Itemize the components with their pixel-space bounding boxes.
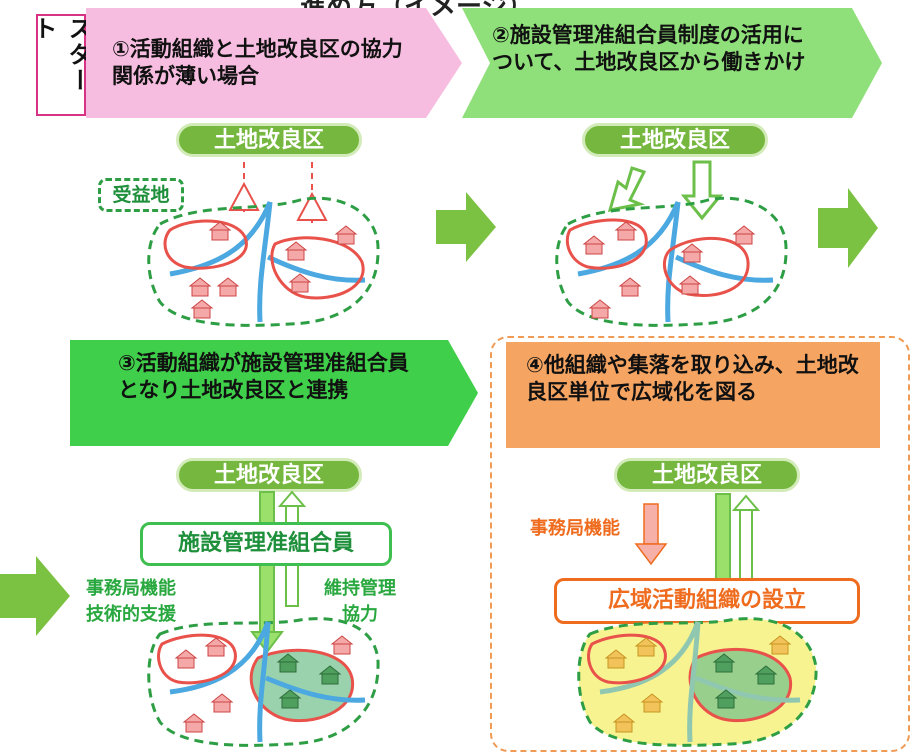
step3-banner-shape [70, 340, 478, 446]
arrow-right-2 [818, 188, 878, 268]
step4-region [490, 336, 910, 752]
panel4-district-pill: 土地改良区 [614, 458, 800, 492]
panel2-district-pill: 土地改良区 [582, 123, 768, 157]
maintenance-cooperation-label: 維持管理 協力 [324, 578, 396, 625]
step2-banner-shape [462, 8, 882, 118]
panel4-map [577, 617, 818, 747]
panel1-district-pill: 土地改良区 [176, 123, 362, 157]
step4-banner [506, 342, 880, 448]
step1-banner-shape [86, 8, 462, 118]
panel3-map [147, 617, 380, 747]
panel3-district-pill: 土地改良区 [176, 458, 362, 492]
arrow-right-3 [0, 556, 70, 636]
secretariat-support-label: 事務局機能 技術的支援 [86, 578, 176, 625]
step2-text: ②施設管理准組合員制度の活用について、土地改良区から働きかけ [492, 23, 806, 74]
step4-text: ④他組織や集落を取り込み、土地改良区単位で広域化を図る [526, 353, 859, 404]
wide-area-org-box: 広域活動組織の設立 [554, 578, 860, 624]
step1-text: ①活動組織と土地改良区の協力関係が薄い場合 [112, 37, 403, 88]
step3-text: ③活動組織が施設管理准組合員となり土地改良区と連携 [118, 351, 409, 402]
panel2-map [555, 160, 788, 327]
arrow-right-1 [436, 192, 496, 262]
secretariat-function-label: 事務局機能 [530, 518, 620, 539]
beneficiary-label: 受益地 [98, 178, 184, 212]
panel1-map [147, 162, 380, 327]
associate-member-box: 施設管理准組合員 [140, 522, 392, 566]
start-label: スタート [29, 14, 92, 116]
